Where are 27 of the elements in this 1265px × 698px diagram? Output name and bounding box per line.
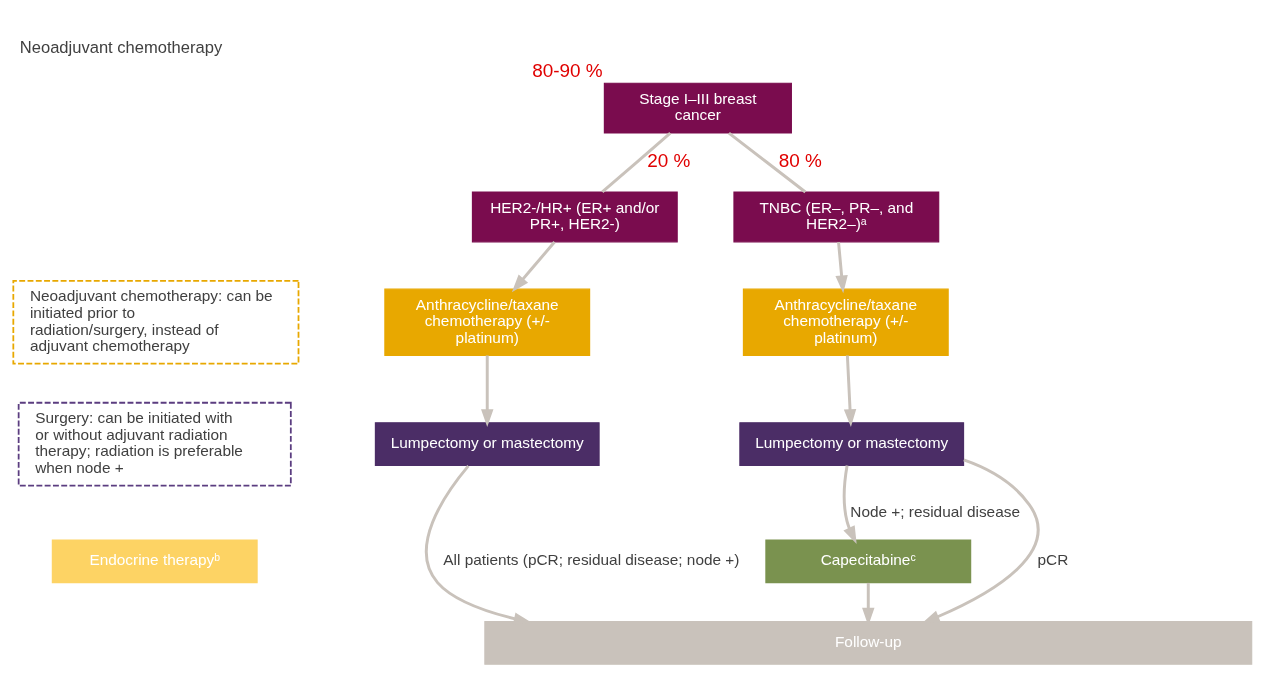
node-box: TNBC (ER–, PR–, and HER2–)ᵃ xyxy=(733,191,940,242)
node-box: Anthracycline/taxane chemotherapy (+/- platinum) xyxy=(742,288,949,356)
arrow xyxy=(921,458,1040,623)
connector xyxy=(601,131,672,193)
arrow xyxy=(843,354,857,427)
node-box: HER2-/HR+ (ER+ and/or PR+, HER2-) xyxy=(471,191,678,242)
edge-label: 20 % xyxy=(647,149,691,171)
arrow xyxy=(511,240,556,292)
node-label: 80-90 % xyxy=(532,59,603,81)
node-box: Lumpectomy or mastectomy xyxy=(374,421,600,466)
arrow xyxy=(842,464,857,544)
node-box: Surgery: can be initiated with or without adjuvant radiation therapy; radiation is preferable when node + xyxy=(17,401,292,486)
connector xyxy=(728,131,807,193)
edge-label: All patients (pCR; residual disease; node +) xyxy=(443,550,740,568)
edge-label: Node +; residual disease xyxy=(850,502,1020,520)
node-box: Anthracycline/taxane chemotherapy (+/- platinum) xyxy=(384,288,591,356)
node-box: Lumpectomy or mastectomy xyxy=(739,421,965,466)
diagram-title: Neoadjuvant chemotherapy xyxy=(19,37,223,57)
edge-label: pCR xyxy=(1037,550,1069,568)
arrow xyxy=(481,355,494,427)
node-box: Capecitabineᶜ xyxy=(765,538,972,583)
node-box: Stage I–III breast cancer xyxy=(603,82,792,134)
arrow xyxy=(835,241,848,293)
node-box: Endocrine therapyᵇ xyxy=(51,538,258,583)
edge-label: 80 % xyxy=(778,149,822,171)
node-box: Neoadjuvant chemotherapy: can be initiated prior to radiation/surgery, instead of adjuvant chemotherapy xyxy=(12,279,300,365)
node-box: Follow-up xyxy=(484,620,1253,665)
